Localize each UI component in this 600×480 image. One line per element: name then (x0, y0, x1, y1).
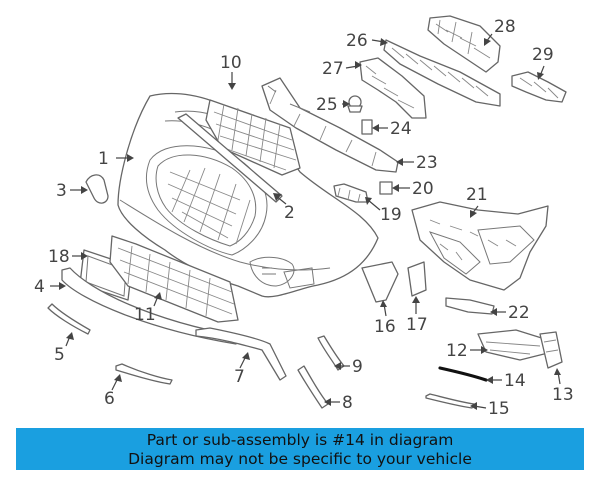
callout-20: 20 (412, 179, 434, 199)
part-trim-5 (47, 303, 91, 335)
part-bracket-22 (445, 297, 495, 315)
callout-11: 11 (134, 305, 156, 325)
callout-5: 5 (54, 345, 65, 365)
callout-2: 2 (284, 203, 295, 223)
part-upper-absorber (427, 15, 501, 73)
callout-28: 28 (494, 17, 516, 37)
callout-18: 18 (48, 247, 70, 267)
part-bracket-3 (85, 174, 109, 204)
part-lower-grille (109, 235, 239, 323)
callout-10: 10 (220, 53, 242, 73)
callout-19: 19 (380, 205, 402, 225)
callout-16: 16 (374, 317, 396, 337)
banner-line-disclaimer: Diagram may not be specific to your vehi… (128, 450, 472, 468)
callout-27: 27 (322, 59, 344, 79)
part-clip-25 (347, 95, 363, 113)
part-info-banner: Part or sub-assembly is #14 in diagram D… (16, 428, 584, 470)
callout-14: 14 (504, 371, 526, 391)
callout-25: 25 (316, 95, 338, 115)
callout-21: 21 (466, 185, 488, 205)
part-deflector-17 (407, 261, 427, 297)
callout-7: 7 (234, 367, 245, 387)
part-impact-beam (383, 39, 501, 107)
part-upper-bracket (261, 77, 399, 173)
part-deflector-16 (361, 261, 399, 303)
part-molding-7 (195, 327, 287, 381)
callout-9: 9 (352, 357, 363, 377)
callout-24: 24 (390, 119, 412, 139)
part-grille-strip (177, 113, 283, 203)
part-bracket-20 (379, 181, 393, 195)
callout-12: 12 (446, 341, 468, 361)
callout-17: 17 (406, 315, 428, 335)
callout-15: 15 (488, 399, 510, 419)
part-lower-diffuser (411, 201, 549, 291)
part-trim-13 (539, 331, 563, 369)
part-trim-8 (297, 365, 329, 409)
part-bracket-19 (333, 183, 369, 203)
callout-1: 1 (98, 149, 109, 169)
part-upper-grille (205, 99, 301, 176)
callout-22: 22 (508, 303, 530, 323)
callout-26: 26 (346, 31, 368, 51)
callout-23: 23 (416, 153, 438, 173)
callout-13: 13 (552, 385, 574, 405)
part-strip-15 (425, 393, 475, 409)
callout-labels: 1 2 3 4 5 6 7 8 9 10 11 12 13 14 15 16 1… (34, 17, 574, 419)
part-energy-absorber (359, 57, 427, 119)
callout-4: 4 (34, 277, 45, 297)
callout-3: 3 (56, 181, 67, 201)
callout-6: 6 (104, 389, 115, 409)
callout-8: 8 (342, 393, 353, 413)
part-trim-6 (115, 363, 173, 385)
part-nut-24 (361, 119, 373, 135)
banner-line-part: Part or sub-assembly is #14 in diagram (146, 431, 454, 449)
callout-29: 29 (532, 45, 554, 65)
leader-lines (50, 33, 561, 410)
parts-diagram: 1 2 3 4 5 6 7 8 9 10 11 12 13 14 15 16 1… (34, 15, 574, 419)
part-side-bracket-29 (511, 71, 567, 103)
part-strip-14-highlighted (438, 366, 488, 382)
